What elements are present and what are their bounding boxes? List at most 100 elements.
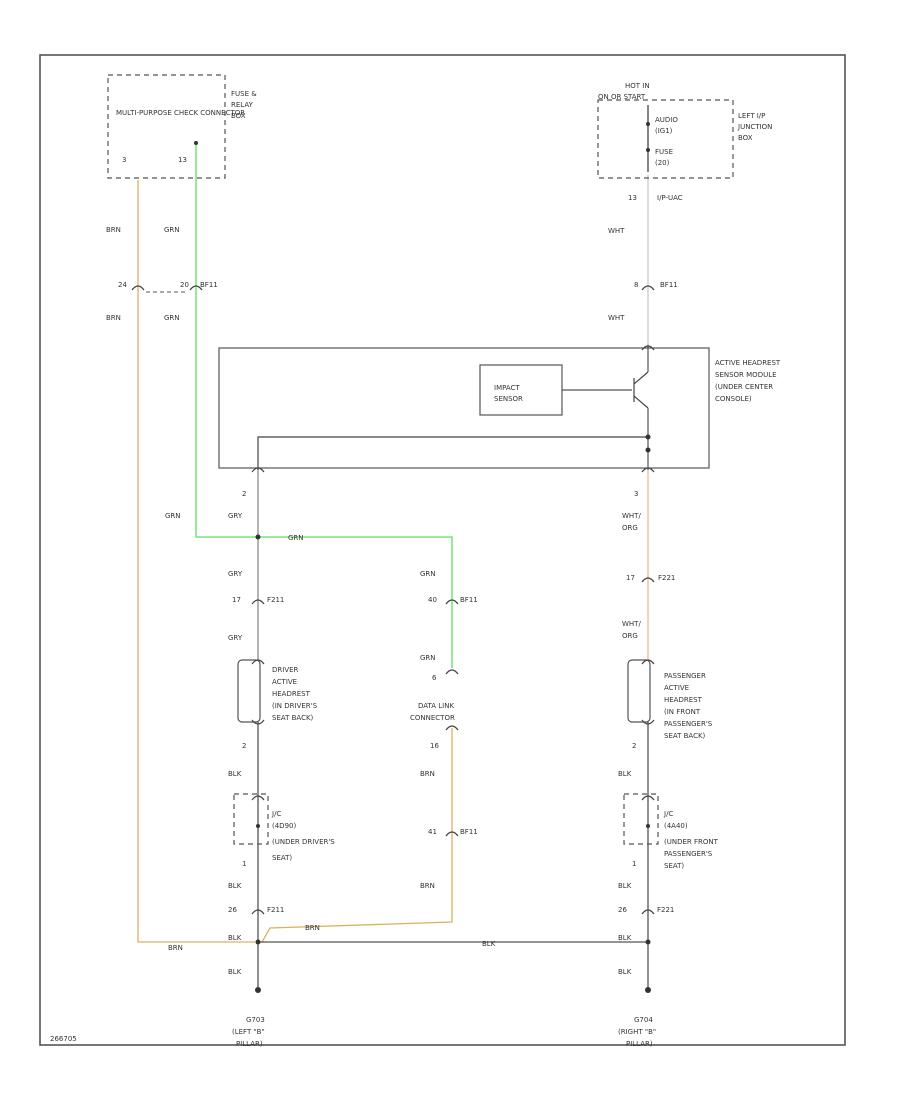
passenger-label-4: (IN FRONT <box>664 708 701 716</box>
connector-bf11-low <box>445 831 459 837</box>
fuse-dot-1 <box>646 122 650 126</box>
connector-f211-top <box>251 599 265 605</box>
module-label-1: ACTIVE HEADREST <box>715 359 781 367</box>
lbl-1-pass: 1 <box>632 860 636 868</box>
jc-passenger-label-2: (4A40) <box>664 822 688 830</box>
lbl-grn-6: GRN <box>420 654 436 662</box>
lbl-bf11-3: BF11 <box>460 596 478 604</box>
connector-f221-top <box>641 577 655 583</box>
sensor-module-box <box>218 347 710 469</box>
lbl-6-dlc: 6 <box>432 674 437 682</box>
dlc-label-1: DATA LINK <box>418 702 454 710</box>
lbl-f221-1: F221 <box>658 574 675 582</box>
check-connector-box <box>107 74 226 179</box>
lbl-whtorg-1b: ORG <box>622 524 638 532</box>
transistor-symbol <box>633 371 649 409</box>
lbl-grn-2: GRN <box>164 314 180 322</box>
driver-label-5: SEAT BACK) <box>272 714 314 722</box>
lbl-17-left: 17 <box>232 596 241 604</box>
lbl-blk-2: BLK <box>618 770 632 778</box>
impact-sensor-label-2: SENSOR <box>494 395 523 403</box>
jc-passenger-box <box>623 793 659 845</box>
fuse-box-label-2: RELAY <box>231 101 254 109</box>
jc-passenger-label-1: J/C <box>663 810 673 818</box>
dlc-label-2: CONNECTOR <box>410 714 455 722</box>
lbl-gry-3: GRY <box>228 634 243 642</box>
module-pin-top <box>641 345 655 351</box>
lbl-brn-2: BRN <box>106 314 121 322</box>
jc-passenger-label-3: (UNDER FRONT <box>664 838 719 846</box>
lbl-1-driver: 1 <box>242 860 246 868</box>
passenger-headrest-pins <box>641 659 655 725</box>
lbl-41: 41 <box>428 828 437 836</box>
g703-label-1: G703 <box>246 1016 265 1024</box>
driver-headrest <box>237 659 261 723</box>
lbl-2-driver: 2 <box>242 742 246 750</box>
lbl-f221-2: F221 <box>657 906 674 914</box>
lbl-40: 40 <box>428 596 437 604</box>
lbl-gry-2: GRY <box>228 570 243 578</box>
lbl-brn-1: BRN <box>106 226 121 234</box>
ground-splice-right <box>645 939 651 945</box>
impact-sensor-label-1: IMPACT <box>494 384 520 392</box>
lbl-grn-5: GRN <box>420 570 436 578</box>
lbl-grn-1: GRN <box>164 226 180 234</box>
module-label-3: (UNDER CENTER <box>715 383 773 391</box>
passenger-label-6: SEAT BACK) <box>664 732 706 740</box>
passenger-headrest <box>627 659 651 723</box>
lbl-2-pass: 2 <box>632 742 636 750</box>
jb-label-3: BOX <box>738 134 753 142</box>
lbl-bf11-4: BF11 <box>460 828 478 836</box>
module-label-2: SENSOR MODULE <box>715 371 777 379</box>
dlc-pin-bottom <box>445 725 459 731</box>
g704-label-1: G704 <box>634 1016 653 1024</box>
lbl-ipuac: I/P-UAC <box>657 194 683 202</box>
lbl-blk-4: BLK <box>618 882 632 890</box>
lbl-blk-7: BLK <box>618 934 632 942</box>
jc-passenger-label-4: PASSENGER'S <box>664 850 713 858</box>
module-node-1 <box>645 434 651 440</box>
jb-label-1: LEFT I/P <box>738 112 765 120</box>
connector-bf11-right <box>641 285 655 291</box>
fuse-dot-2 <box>646 148 650 152</box>
wire-brn-dlc-to-ground <box>261 728 453 943</box>
lbl-grn-4: GRN <box>288 534 304 542</box>
driver-headrest-pins <box>251 659 265 725</box>
g704-label-3: PILLAR) <box>626 1040 653 1048</box>
lbl-blk-9: BLK <box>618 968 632 976</box>
passenger-label-5: PASSENGER'S <box>664 720 713 728</box>
hot-label-2: ON OR START <box>598 93 646 101</box>
driver-label-2: ACTIVE <box>272 678 297 686</box>
lbl-3-right: 3 <box>634 490 638 498</box>
lbl-26-pass: 26 <box>618 906 627 914</box>
fuse-label-1: AUDIO <box>655 116 678 124</box>
lbl-brn-3: BRN <box>420 770 435 778</box>
dlc-pin-top <box>445 669 459 675</box>
jc-passenger-label-5: SEAT) <box>664 862 684 870</box>
jc-driver-label-2: (4D90) <box>272 822 296 830</box>
jc-driver-label-4: SEAT) <box>272 854 292 862</box>
lbl-2-left: 2 <box>242 490 246 498</box>
lbl-wht-1: WHT <box>608 227 625 235</box>
lbl-16-dlc: 16 <box>430 742 439 750</box>
lbl-8-right: 8 <box>634 281 638 289</box>
module-pin-left <box>251 467 265 473</box>
passenger-label-3: HEADREST <box>664 696 703 704</box>
ground-g703 <box>255 987 261 993</box>
module-label-4: CONSOLE) <box>715 395 752 403</box>
lbl-13-right: 13 <box>628 194 637 202</box>
jc-passenger-dot <box>646 824 650 828</box>
ground-g704 <box>645 987 651 993</box>
lbl-blk-3: BLK <box>228 882 242 890</box>
wire-brn-check-to-ground <box>137 180 255 943</box>
driver-label-3: HEADREST <box>272 690 311 698</box>
connector-f221-low <box>641 909 655 915</box>
lbl-f211-2: F211 <box>267 906 284 914</box>
g703-label-3: PILLAR) <box>236 1040 263 1048</box>
lbl-bf11-2: BF11 <box>660 281 678 289</box>
impact-sensor-box <box>479 364 563 416</box>
lbl-gry-1: GRY <box>228 512 243 520</box>
fuse-label-3: FUSE <box>655 148 673 156</box>
splice-grn <box>255 534 261 540</box>
